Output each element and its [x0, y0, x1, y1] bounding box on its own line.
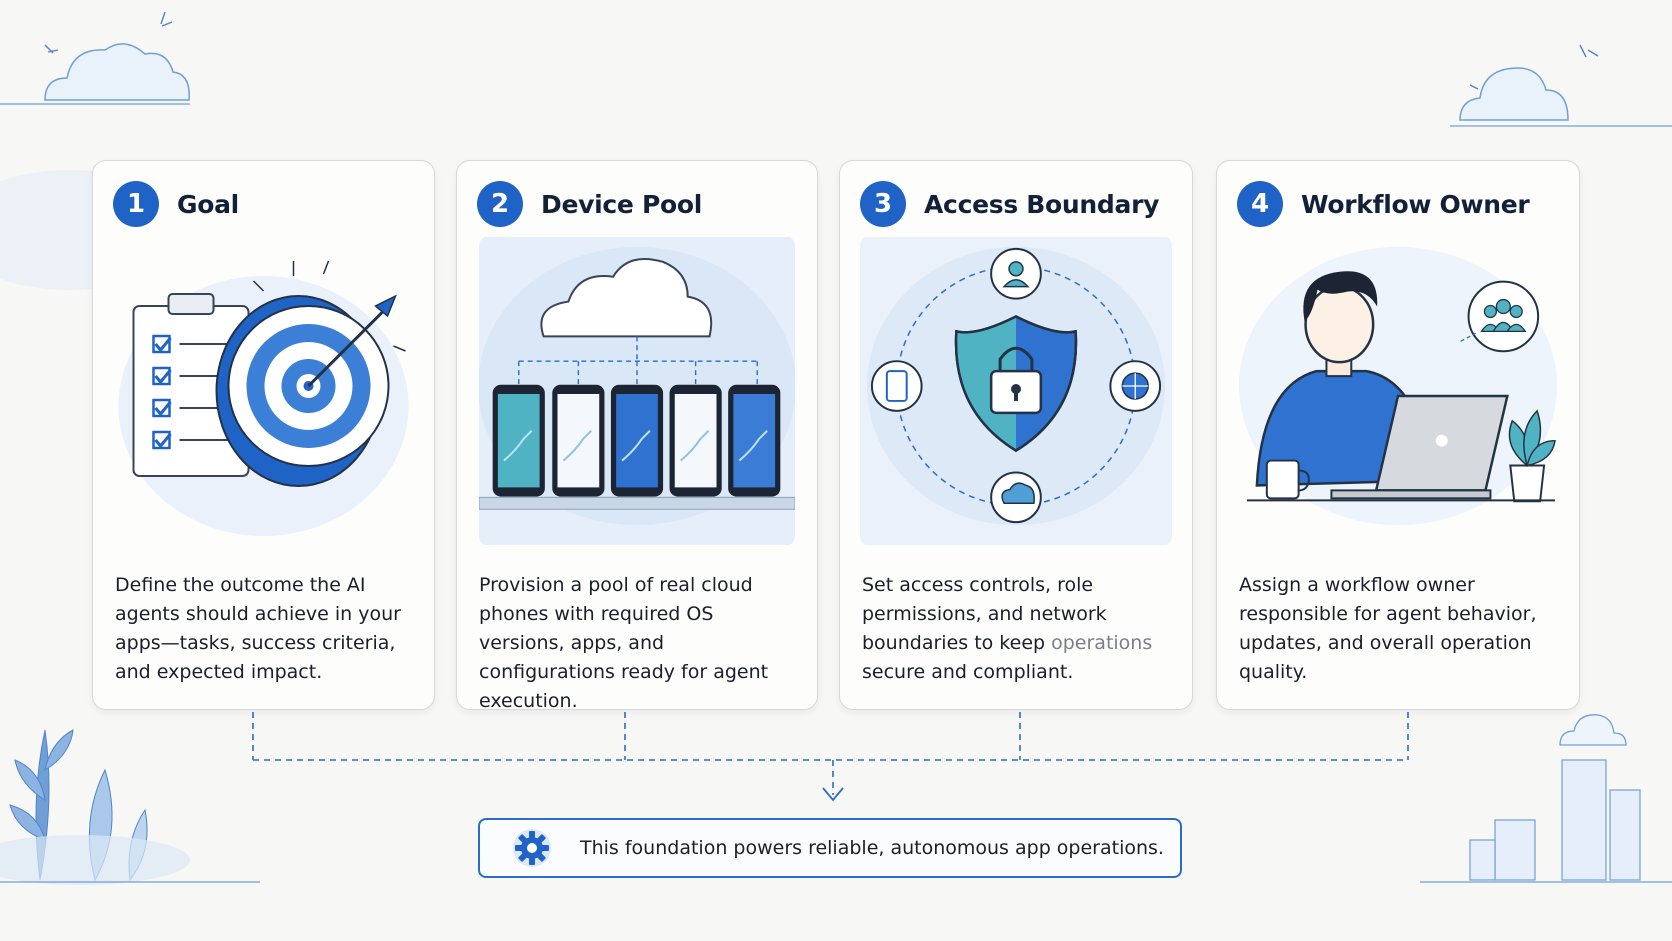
- step-card-goal: 1 Goal: [92, 160, 435, 710]
- cloud-decoration-left: [44, 43, 190, 101]
- step-card-workflow-owner: 4 Workflow Owner: [1216, 160, 1580, 710]
- gear-icon: [512, 828, 552, 868]
- step-title: Workflow Owner: [1301, 189, 1530, 219]
- step-description: Set access controls, role permissions, a…: [862, 574, 1153, 683]
- step-title: Access Boundary: [924, 189, 1160, 219]
- step-number-badge: 1: [113, 181, 159, 227]
- step-title: Device Pool: [541, 189, 702, 219]
- step-number-badge: 2: [477, 181, 523, 227]
- arrow-down-icon: [822, 787, 844, 802]
- connector-lines: [252, 712, 1409, 795]
- step-description: Define the outcome the AI agents should …: [115, 574, 401, 683]
- foundation-summary-box: This foundation powers reliable, autonom…: [478, 818, 1182, 878]
- step-number-badge: 4: [1237, 181, 1283, 227]
- target-checklist-icon: [113, 236, 414, 546]
- step-number-badge: 3: [860, 181, 906, 227]
- step-title: Goal: [177, 189, 239, 219]
- card-header: 4 Workflow Owner: [1237, 181, 1530, 227]
- cloud-phones-icon: [479, 236, 795, 546]
- step-card-access-boundary: 3 Access Boundary Set ac: [839, 160, 1193, 710]
- card-header: 3 Access Boundary: [860, 181, 1159, 227]
- step-description: Provision a pool of real cloud phones wi…: [479, 574, 769, 712]
- shield-lock-icon: [860, 236, 1172, 546]
- person-laptop-icon: [1237, 236, 1559, 546]
- step-card-device-pool: 2 Device Pool: [456, 160, 818, 712]
- footer-text: This foundation powers reliable, autonom…: [580, 837, 1164, 859]
- card-header: 2 Device Pool: [477, 181, 702, 227]
- step-description: Assign a workflow owner responsible for …: [1239, 574, 1537, 683]
- card-header: 1 Goal: [113, 181, 239, 227]
